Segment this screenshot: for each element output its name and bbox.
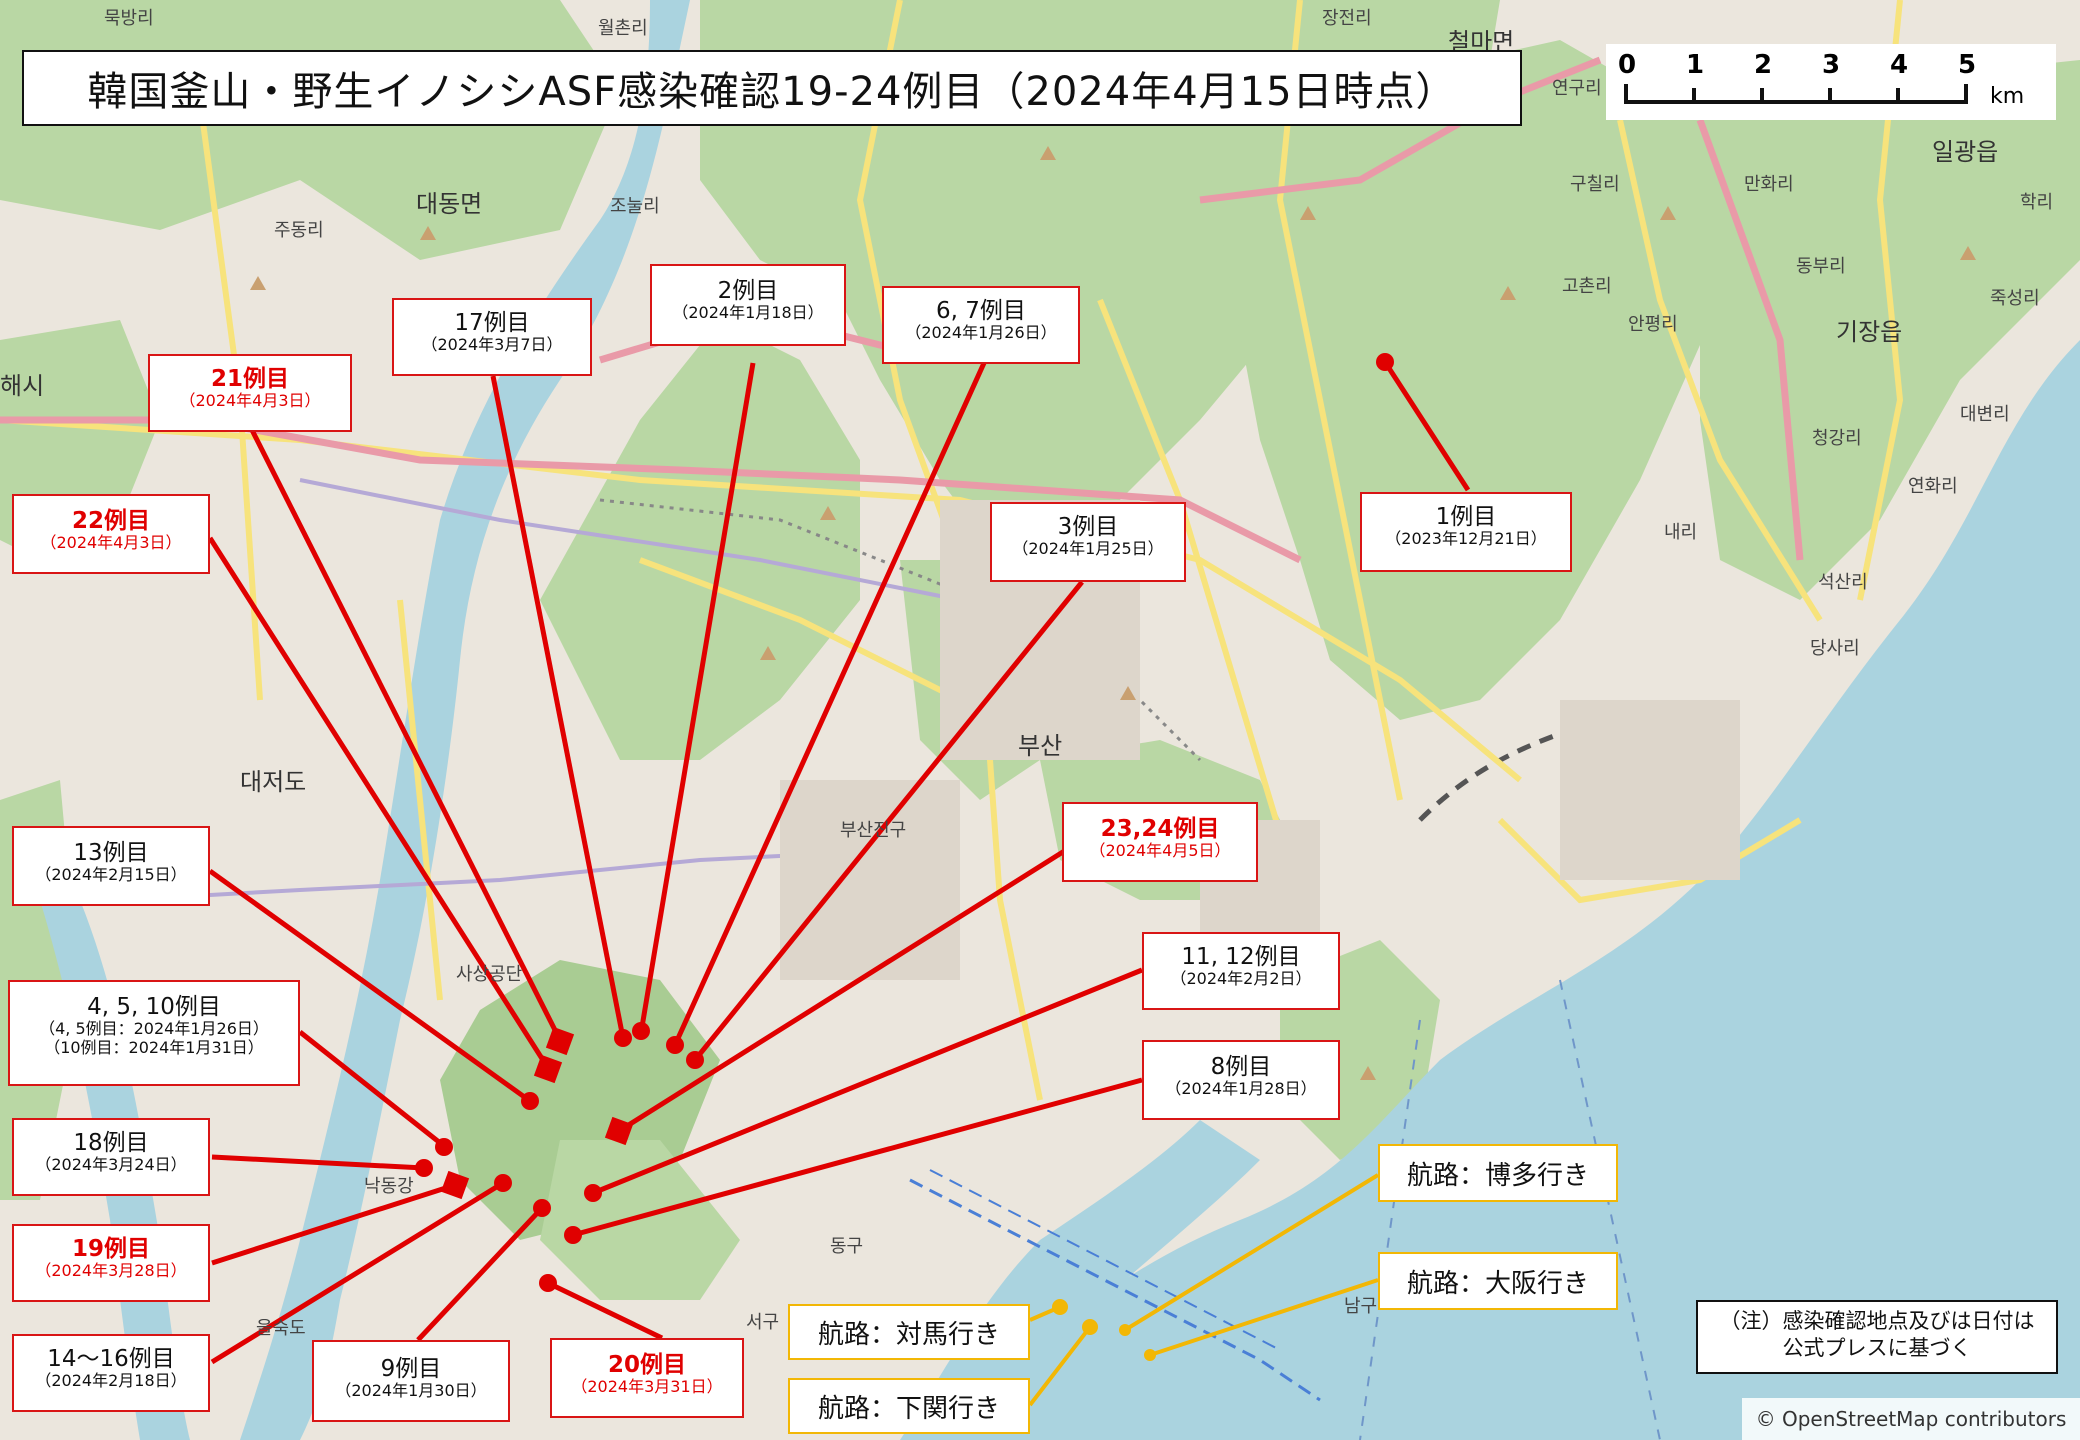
place-anpyeong: 안평리: [1628, 314, 1678, 335]
place-gimhae: 해시: [0, 372, 45, 400]
scale-bar: 0 1 2 3 4 5 km: [1606, 44, 2056, 120]
case-label-9: 9例目 （2024年1月30日）: [312, 1340, 510, 1422]
scale-tick-4: 4: [1890, 50, 1909, 80]
place-judong: 주동리: [274, 220, 324, 241]
scale-tick-0: 0: [1618, 50, 1637, 80]
map-attribution[interactable]: © OpenStreetMap contributors: [1742, 1398, 2080, 1440]
case-label-22: 22例目 （2024年4月3日）: [12, 494, 210, 574]
route-label-hakata: 航路：博多行き: [1378, 1144, 1618, 1202]
place-gochon: 고촌리: [1562, 276, 1612, 297]
place-dongbu: 동부리: [1796, 256, 1846, 277]
case-label-8: 8例目 （2024年1月28日）: [1142, 1040, 1340, 1120]
place-manhwa: 만화리: [1744, 174, 1794, 195]
case-label-3: 3例目 （2024年1月25日）: [990, 502, 1186, 582]
place-jukseong: 죽성리: [1990, 288, 2040, 309]
place-ilgwang: 일광읍: [1932, 138, 1999, 166]
case-label-14-16: 14～16例目 （2024年2月18日）: [12, 1334, 210, 1412]
scale-tick-5: 5: [1958, 50, 1977, 80]
place-gijang: 기장읍: [1836, 318, 1903, 346]
place-seogu: 서구: [746, 1312, 780, 1333]
sea: [940, 340, 2080, 1440]
place-euljido: 을숙도: [256, 1318, 306, 1339]
case-label-23-24: 23,24例目 （2024年4月5日）: [1062, 802, 1258, 882]
case-leader-lines: [207, 360, 1471, 1365]
place-daedong: 대동면: [416, 190, 483, 218]
place-yeonhwa: 연화리: [1908, 476, 1958, 497]
source-note: （注）感染確認地点及びは日付は 公式プレスに基づく: [1696, 1300, 2058, 1374]
case-label-17: 17例目 （2024年3月7日）: [392, 298, 592, 376]
place-donggu: 동구: [830, 1236, 864, 1257]
route-label-tsushima: 航路：対馬行き: [788, 1304, 1030, 1360]
case-label-2: 2例目 （2024年1月18日）: [650, 264, 846, 346]
place-yeongu: 연구리: [1552, 78, 1602, 99]
place-seoksan: 석산리: [1818, 572, 1868, 593]
scale-tick-3: 3: [1822, 50, 1841, 80]
source-note-line-1: （注）感染確認地点及びは日付は: [1719, 1309, 2035, 1333]
case-label-1: 1例目 （2023年12月21日）: [1360, 492, 1572, 572]
scale-tick-2: 2: [1754, 50, 1773, 80]
case-label-21: 21例目 （2024年4月3日）: [148, 354, 352, 432]
case-label-18: 18例目 （2024年3月24日）: [12, 1118, 210, 1196]
case-label-20: 20例目 （2024年3月31日）: [550, 1338, 744, 1418]
source-note-line-2: 公式プレスに基づく: [1782, 1336, 1972, 1361]
place-cheonggang: 청강리: [1812, 428, 1862, 449]
route-label-osaka: 航路：大阪行き: [1378, 1252, 1618, 1310]
place-daebyeon: 대변리: [1960, 404, 2010, 425]
case-label-6-7: 6, 7例目 （2024年1月26日）: [882, 286, 1080, 364]
place-nakdong: 낙동강: [364, 1176, 414, 1197]
nakdong-river: [240, 0, 690, 1440]
scale-tick-1: 1: [1686, 50, 1705, 80]
case-label-13: 13例目 （2024年2月15日）: [12, 826, 210, 906]
place-gujil: 구칠리: [1570, 174, 1620, 195]
place-wolchon: 월촌리: [598, 18, 648, 39]
case-label-11-12: 11, 12例目 （2024年2月2日）: [1142, 932, 1340, 1010]
place-sasang: 사상공단: [456, 964, 523, 985]
map-title: 韓国釜山・野生イノシシASF感染確認19-24例目（2024年4月15日時点）: [22, 50, 1522, 126]
place-jangjeon: 장전리: [1322, 8, 1372, 29]
place-mukbang: 묵방리: [104, 8, 154, 29]
place-daejeodo: 대저도: [240, 768, 307, 796]
place-jonul: 조눌리: [610, 196, 660, 217]
case-label-4-5-10: 4, 5, 10例目 （4, 5例目：2024年1月26日） （10例目：202…: [8, 980, 300, 1086]
case-markers: [415, 353, 1394, 1292]
place-hakri: 학리: [2020, 192, 2054, 213]
route-label-shimonoseki: 航路：下関行き: [788, 1378, 1030, 1434]
case-label-19: 19例目 （2024年3月28日）: [12, 1224, 210, 1302]
place-namgu: 남구: [1344, 1296, 1378, 1317]
place-dangsa: 당사리: [1810, 638, 1860, 659]
place-busan: 부산: [1018, 732, 1063, 760]
place-naeri: 내리: [1664, 522, 1698, 543]
place-busanjin: 부산진구: [840, 820, 907, 841]
scale-unit: km: [1990, 84, 2025, 109]
